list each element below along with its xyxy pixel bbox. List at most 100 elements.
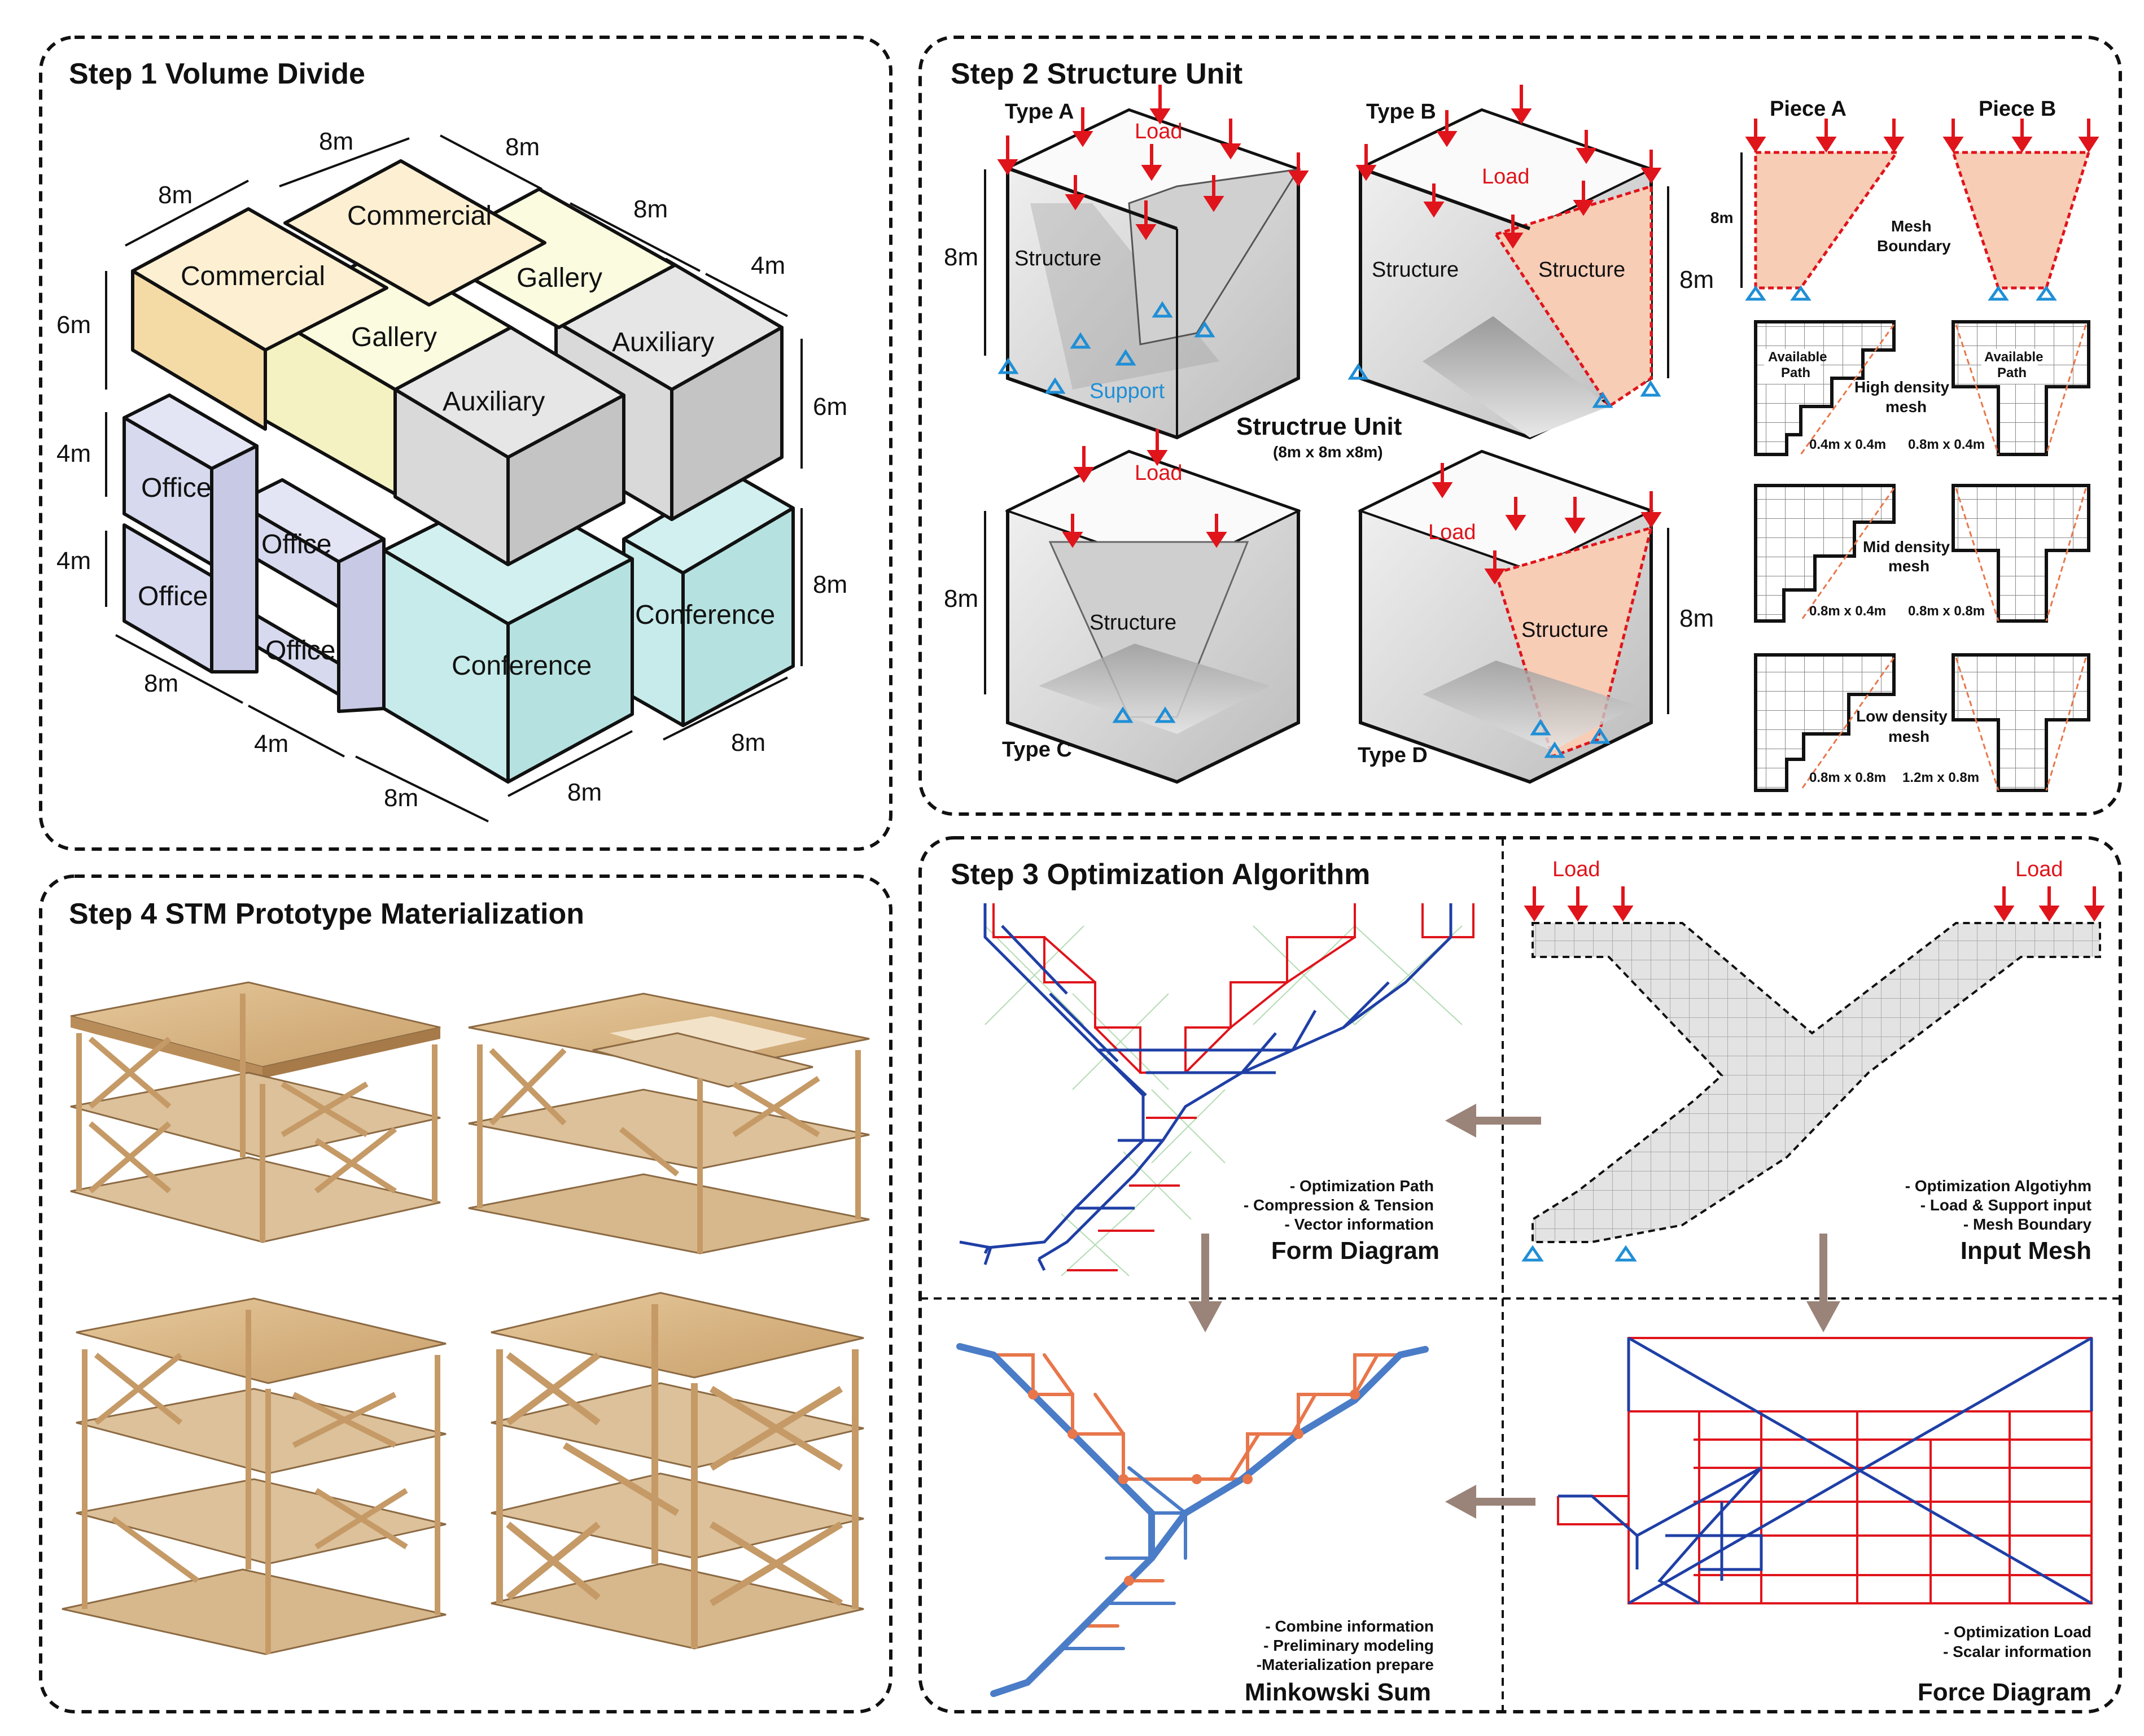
input-mesh: Load Load [1532,858,2101,1243]
mesh-mid-b [1952,484,2090,623]
label-gallery-front: Gallery [351,322,437,352]
label-auxiliary-front: Auxiliary [443,387,545,417]
label-auxiliary-back: Auxiliary [612,327,714,357]
step3-title: Step 3 Optimization Algorithm [951,858,1370,891]
label-office-4: Office [265,636,336,666]
label-office-2: Office [261,530,332,559]
form-diagram-title: Form Diagram [1271,1237,1439,1265]
mesh-boundary-2: Boundary [1877,237,1951,255]
type-b-load: Load [1482,165,1530,189]
minkowski-title: Minkowski Sum [1245,1678,1431,1706]
piece-b-label: Piece B [1979,97,2056,121]
mid-density-2: mesh [1888,557,1929,575]
label-office-1: Office [141,473,212,503]
available-a-1: Available [1768,349,1827,365]
type-c-structure: Structure [1089,611,1176,635]
mesh-low-a [1754,653,1896,792]
panel-step3: Step 3 Optimization Algorithm [918,836,2122,1713]
input-mesh-supports [1521,1245,1637,1262]
label-conference-front: Conference [452,651,592,681]
flow-arrows [1188,1104,1840,1519]
type-a-label: Type A [1005,100,1074,124]
type-d-dim: 8m [1679,605,1714,632]
dim-top-a: 8m [158,181,192,209]
label-gallery-back: Gallery [517,263,602,293]
dim-right-b: 4m [751,252,785,279]
load-arrows-step2 [997,85,1662,585]
commercial-front-block [131,207,388,431]
available-b-1: Available [1984,349,2044,365]
auxiliary-front-block [393,326,625,566]
mesh-labels: Available Path Available Path High densi… [1764,349,2044,785]
mid-density-1: Mid density [1863,538,1950,556]
dim-left-4m-b: 4m [56,547,91,575]
dim-left-6m: 6m [56,311,91,339]
low-density-1: Low density [1856,707,1948,725]
type-a-dim: 8m [944,243,978,271]
support-triangles-step2 [997,301,1661,758]
type-d-label: Type D [1358,744,1428,767]
high-density-1: High density [1854,378,1949,396]
mink-note-3: -Materialization prepare [1257,1656,1434,1673]
dim-top-b: 8m [319,128,353,155]
panel-step4: Step 4 STM Prototype Materialization [39,874,892,1713]
mesh-boundary-1: Mesh [1891,217,1932,235]
dim-bottom-8m-c: 8m [567,779,602,806]
type-c-load: Load [1135,461,1183,485]
input-mesh-caption: - Optimization Algotiyhm - Load & Suppor… [1905,1177,2092,1265]
piece-b: Piece B [1951,97,2091,290]
piece-a: Piece A 8m [1710,97,1900,290]
mesh-mid-a [1754,484,1896,623]
dim-bottom-8m-a: 8m [144,670,178,697]
force-note-1: - Optimization Load [1944,1623,2092,1641]
input-note-3: - Mesh Boundary [1963,1215,2092,1233]
low-density-2: mesh [1888,728,1929,745]
input-mesh-arrows [1524,886,2105,922]
dim-right-8m: 8m [813,571,847,598]
high-a-size: 0.4m x 0.4m [1809,437,1886,452]
step1-title: Step 1 Volume Divide [69,58,365,90]
piece-arrows [1745,119,2099,153]
structure-unit-type-b: Type B Load Structure Structure 8m [1357,100,1714,440]
minkowski-caption: - Combine information - Preliminary mode… [1245,1617,1434,1706]
type-a-support: Support [1089,379,1165,403]
structure-unit-caption: Structrue Unit (8m x 8m x8m) [1236,413,1402,461]
low-a-size: 0.8m x 0.8m [1809,770,1886,785]
mesh-high-b [1952,320,2090,456]
force-caption: - Optimization Load - Scalar information… [1918,1623,2092,1706]
input-note-1: - Optimization Algotiyhm [1905,1177,2092,1195]
dim-bottom-4m: 4m [254,730,288,758]
prototype-model-2 [468,992,870,1254]
prototype-model-3 [62,1297,447,1655]
type-c-dim: 8m [944,585,978,613]
volume-dimension-labels: 8m 8m 8m 8m 4m 6m 4m 4m 6m 8m 8m 4m 8m 8… [56,128,847,812]
panel-step1: Step 1 Volume Divide [39,36,892,851]
force-note-2: - Scalar information [1943,1643,2092,1660]
label-office-3: Office [138,581,208,611]
type-a-structure: Structure [1014,247,1101,270]
piece-a-dim: 8m [1710,209,1733,226]
prototype-model-4 [491,1292,864,1650]
step2-title: Step 2 Structure Unit [951,58,1242,90]
volume-divide-diagram [122,159,795,784]
dim-right-6m: 6m [813,393,847,421]
form-diagram-caption: - Optimization Path - Compression & Tens… [1244,1177,1439,1265]
mink-note-2: - Preliminary modeling [1263,1637,1434,1654]
conference-back-block [622,473,795,727]
dim-right-a: 8m [633,195,668,223]
form-note-2: - Compression & Tension [1244,1196,1434,1214]
high-density-2: mesh [1885,398,1927,416]
input-note-2: - Load & Support input [1920,1196,2092,1214]
type-c-label: Type C [1002,738,1072,762]
unit-subtitle: (8m x 8m x8m) [1273,443,1383,461]
type-b-structure-right: Structure [1538,258,1625,282]
type-d-structure: Structure [1521,618,1608,642]
low-b-size: 1.2m x 0.8m [1902,770,1979,785]
label-conference-back: Conference [635,600,775,630]
available-b-2: Path [1997,365,2027,381]
available-a-2: Path [1781,365,1810,381]
label-commercial-front: Commercial [181,261,325,291]
type-a-load: Load [1135,120,1183,143]
type-b-label: Type B [1366,100,1436,124]
